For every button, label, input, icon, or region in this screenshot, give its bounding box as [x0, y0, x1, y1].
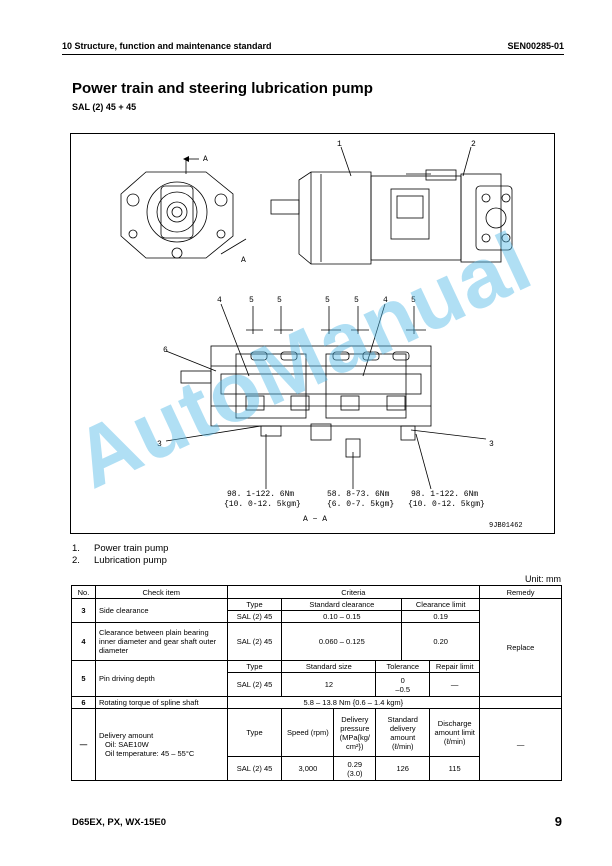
figure-code: 9JB01462 [489, 522, 523, 530]
footer-models: D65EX, PX, WX-15E0 [72, 817, 166, 828]
remedy-cell: Replace [479, 598, 562, 697]
table-header-row: No. Check item Criteria Remedy [71, 585, 562, 599]
callout-4-right: 4 [383, 296, 388, 305]
table-row: 4 Clearance between plain bearing inner … [71, 622, 562, 661]
callout-5-d: 5 [354, 296, 359, 305]
callout-2: 2 [471, 140, 476, 149]
table-row: 5 Pin driving depth Type Standard size T… [71, 660, 562, 697]
callout-5-c: 5 [325, 296, 330, 305]
pump-diagram: A A 1 2 [70, 133, 555, 534]
document-code: SEN00285-01 [507, 41, 564, 51]
legend-item: 2.Lubrication pump [72, 555, 167, 566]
maintenance-standard-table: No. Check item Criteria Remedy 3 Side cl… [71, 585, 562, 781]
section-title: 10 Structure, function and maintenance s… [62, 41, 272, 51]
end-view-drawing [120, 158, 247, 259]
torque-left-kgm: {10. 0-12. 5kgm} [224, 500, 301, 509]
callout-5-b: 5 [277, 296, 282, 305]
unit-label: Unit: mm [525, 574, 561, 584]
torque-left-nm: 98. 1-122. 6Nm [227, 490, 294, 499]
model-subtitle: SAL (2) 45 + 45 [72, 102, 137, 112]
callout-6: 6 [163, 346, 168, 355]
callout-3-left: 3 [157, 440, 162, 449]
torque-center-nm: 58. 8-73. 6Nm [327, 490, 390, 499]
torque-right-kgm: {10. 0-12. 5kgm} [408, 500, 485, 509]
section-marker-bottom: A [241, 256, 246, 265]
legend-item: 1.Power train pump [72, 543, 169, 554]
section-marker-top: A [203, 155, 208, 164]
table-row: SAL (2) 45 0.10 – 0.15 0.19 [72, 610, 562, 623]
table-row: 6 Rotating torque of spline shaft 5.8 – … [71, 696, 562, 709]
page-title: Power train and steering lubrication pum… [72, 80, 373, 97]
page-number: 9 [554, 814, 562, 829]
torque-right-nm: 98. 1-122. 6Nm [411, 490, 478, 499]
section-label: A − A [303, 515, 327, 524]
table-row: SAL (2) 45 3,000 0.29(3.0) 126 115 [72, 756, 562, 781]
callout-5-e: 5 [411, 296, 416, 305]
table-row: 3 Side clearance Type Standard clearance… [71, 598, 562, 697]
parts-legend: 1.Power train pump 2.Lubrication pump [72, 543, 168, 567]
torque-center-kgm: {6. 0-7. 5kgm} [327, 500, 394, 509]
callout-4-left: 4 [217, 296, 222, 305]
page-header: 10 Structure, function and maintenance s… [62, 37, 564, 55]
table-row: — Delivery amount Oil: SAE10W Oil temper… [71, 708, 562, 781]
callout-1: 1 [337, 140, 342, 149]
callout-3-right: 3 [489, 440, 494, 449]
table-row: SAL (2) 45 12 0–0.5 — [72, 672, 562, 697]
side-view-drawing [270, 146, 513, 265]
section-drawing [165, 303, 487, 490]
callout-5-a: 5 [249, 296, 254, 305]
